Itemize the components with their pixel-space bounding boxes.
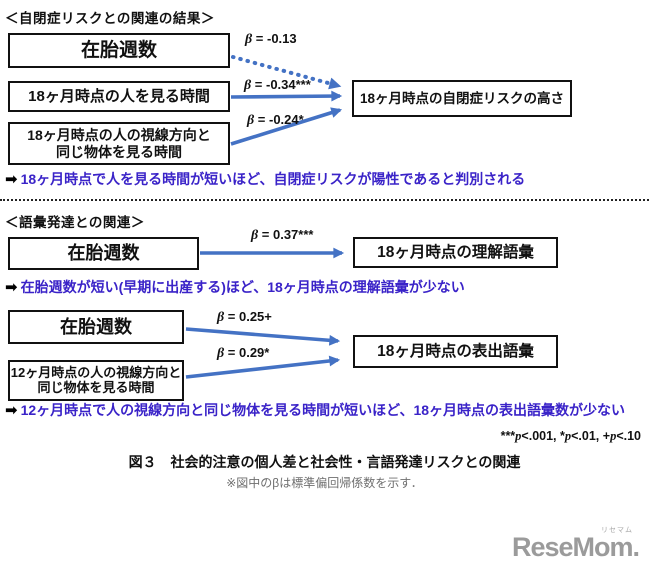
box-expressive-vocab-outcome: 18ヶ月時点の表出語彙	[353, 335, 558, 368]
note-part: <.10	[616, 429, 641, 443]
box-gaze-following-12m: 12ヶ月時点の人の視線方向と 同じ物体を見る時間	[8, 360, 184, 401]
conclusion-expression: ➡ 12ヶ月時点で人の視線方向と同じ物体を見る時間が短いほど、18ヶ月時点の表出…	[5, 400, 625, 420]
box-label: 在胎週数	[80, 39, 157, 61]
section-title-vocab: ＜語彙発達との関連＞	[5, 215, 145, 230]
conclusion-text: 18ヶ月時点で人を見る時間が短いほど、自閉症リスクが陽性であると判別される	[20, 171, 526, 187]
box-label: 18ヶ月時点の自閉症リスクの高さ	[359, 90, 565, 106]
box-gestational-weeks-expression: 在胎週数	[8, 310, 184, 344]
significance-note: ***p<.001, *p<.01, +p<.10	[501, 429, 641, 444]
arrow-looking-to-autism	[230, 90, 343, 102]
arrow-bullet-icon: ➡	[5, 279, 18, 296]
beta-symbol: β	[217, 346, 225, 361]
box-autism-risk-outcome: 18ヶ月時点の自閉症リスクの高さ	[352, 80, 572, 117]
box-gaze-following-18m: 18ヶ月時点の人の視線方向と 同じ物体を見る時間	[8, 122, 230, 165]
figure-caption: 図３ 社会的注意の個人差と社会性・言語発達リスクとの関連	[128, 454, 521, 470]
arrow-gestation-to-expression	[185, 327, 341, 346]
beta-value: = 0.29*	[224, 345, 270, 360]
box-label: 在胎週数	[67, 243, 140, 264]
beta-gaze-expression: β = 0.29*	[217, 345, 269, 362]
beta-symbol: β	[247, 113, 255, 128]
beta-symbol: β	[245, 32, 253, 47]
box-looking-at-people: 18ヶ月時点の人を見る時間	[8, 81, 230, 112]
box-comprehension-vocab-outcome: 18ヶ月時点の理解語彙	[353, 237, 558, 268]
arrow-bullet-icon: ➡	[5, 402, 18, 419]
note-part: ***	[500, 429, 516, 443]
beta-value: = -0.24*	[254, 112, 304, 127]
beta-gestation-expression: β = 0.25+	[217, 309, 272, 326]
box-label: 18ヶ月時点の人を見る時間	[28, 87, 210, 105]
conclusion-comprehension: ➡ 在胎週数が短い(早期に出産する)ほど、18ヶ月時点の理解語彙が少ない	[5, 277, 465, 297]
beta-value: = -0.34***	[251, 77, 311, 92]
section-divider-dotted	[0, 199, 649, 201]
beta-symbol: β	[251, 228, 259, 243]
resemom-logo-ruby: リセマム	[601, 527, 633, 534]
box-label-line1: 12ヶ月時点の人の視線方向と	[10, 364, 182, 380]
beta-looking-autism: β = -0.34***	[244, 77, 311, 94]
conclusion-text: 12ヶ月時点で人の視線方向と同じ物体を見る時間が短いほど、18ヶ月時点の表出語彙…	[20, 402, 626, 418]
beta-value: = 0.25+	[224, 309, 272, 324]
box-label: 在胎週数	[60, 316, 132, 337]
beta-gaze-autism: β = -0.24*	[247, 112, 304, 129]
resemom-logo-text: ReseMom.	[511, 532, 640, 562]
box-label-line2: 同じ物体を見る時間	[37, 379, 155, 395]
box-label-line2: 同じ物体を見る時間	[56, 143, 182, 160]
p-symbol: p	[610, 429, 617, 443]
box-gestational-weeks-autism: 在胎週数	[8, 33, 230, 68]
box-gestational-weeks-comprehension: 在胎週数	[8, 237, 199, 270]
arrow-gaze-to-expression	[185, 355, 341, 379]
box-label: 18ヶ月時点の表出語彙	[377, 342, 534, 360]
beta-value: = -0.13	[252, 31, 297, 46]
note-part: <.01, +	[571, 429, 611, 443]
p-symbol: p	[564, 429, 572, 443]
beta-gestation-comprehension: β = 0.37***	[251, 227, 313, 244]
box-label-line1: 18ヶ月時点の人の視線方向と	[27, 127, 211, 144]
conclusion-autism: ➡ 18ヶ月時点で人を見る時間が短いほど、自閉症リスクが陽性であると判別される	[5, 169, 525, 189]
beta-symbol: β	[244, 78, 252, 93]
beta-symbol: β	[217, 310, 225, 325]
beta-value: = 0.37***	[258, 227, 314, 242]
box-label: 18ヶ月時点の理解語彙	[377, 243, 534, 261]
arrow-bullet-icon: ➡	[5, 171, 18, 188]
note-part: <.001, *	[521, 429, 565, 443]
conclusion-text: 在胎週数が短い(早期に出産する)ほど、18ヶ月時点の理解語彙が少ない	[20, 279, 465, 295]
p-symbol: p	[515, 429, 522, 443]
figure-subnote: ※図中のβは標準偏回帰係数を示す．	[226, 476, 423, 490]
beta-gestation-autism: β = -0.13	[245, 31, 297, 48]
section-title-autism: ＜自閉症リスクとの関連の結果＞	[5, 11, 215, 26]
resemom-logo: リセマム ReseMom.	[511, 527, 640, 562]
